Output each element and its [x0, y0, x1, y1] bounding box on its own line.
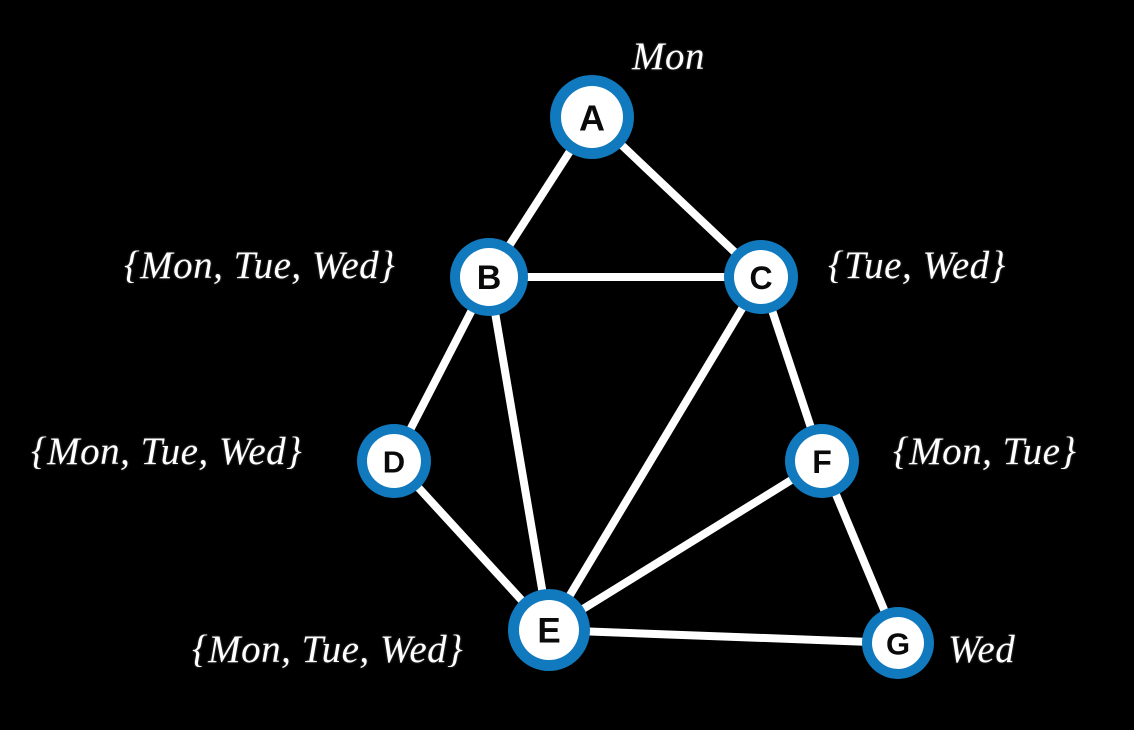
node-letter-c: C	[749, 260, 772, 296]
edge-c-e	[545, 274, 765, 633]
edge-b-e	[485, 276, 553, 631]
node-fill-d	[367, 434, 421, 488]
domain-label-b: {Mon, Tue, Wed}	[124, 244, 396, 287]
node-letter-a: A	[579, 98, 605, 139]
node-fill-b	[460, 248, 518, 306]
node-fill-a	[561, 86, 623, 148]
node-fill-e	[519, 600, 579, 660]
node-d[interactable]: D	[357, 424, 431, 498]
node-letter-b: B	[477, 259, 502, 297]
node-letter-e: E	[537, 612, 560, 651]
node-e[interactable]: E	[508, 589, 590, 671]
node-g[interactable]: G	[862, 607, 934, 679]
edge-e-f	[546, 457, 825, 634]
edge-e-g	[548, 626, 899, 647]
node-fill-c	[734, 250, 788, 304]
domain-label-f: {Mon, Tue}	[893, 430, 1077, 473]
node-letter-f: F	[812, 444, 832, 480]
domain-label-d: {Mon, Tue, Wed}	[31, 430, 303, 473]
node-f[interactable]: F	[785, 424, 859, 498]
edges-layer	[390, 114, 902, 647]
nodes-layer: A B C D E F G	[357, 75, 934, 679]
node-letter-g: G	[886, 627, 910, 662]
domain-label-c: {Tue, Wed}	[828, 244, 1006, 287]
node-a[interactable]: A	[550, 75, 634, 159]
node-c[interactable]: C	[724, 240, 798, 314]
node-b[interactable]: B	[450, 238, 528, 316]
node-fill-f	[795, 434, 849, 488]
node-fill-g	[872, 617, 924, 669]
domain-label-a: Mon	[632, 35, 705, 78]
domain-label-g: Wed	[948, 628, 1016, 671]
domain-label-e: {Mon, Tue, Wed}	[192, 628, 464, 671]
node-letter-d: D	[383, 445, 405, 480]
